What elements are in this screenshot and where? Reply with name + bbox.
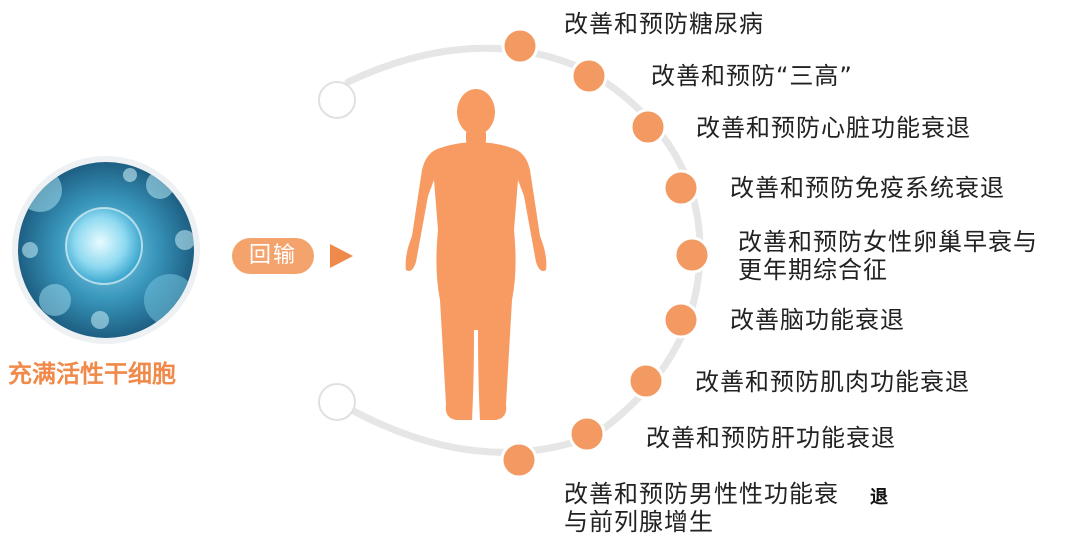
benefit-label-8: 改善和预防肝功能衰退 — [646, 424, 896, 452]
benefit-dot — [500, 441, 538, 479]
benefit-dot — [627, 362, 665, 400]
benefit-dot — [568, 415, 606, 453]
benefit-label-9-line-2: 与前列腺增生 — [564, 508, 714, 536]
benefit-dot — [570, 57, 608, 95]
benefit-dot — [673, 236, 711, 274]
stray-character: 退 — [870, 487, 888, 508]
benefit-label-6: 改善脑功能衰退 — [730, 306, 905, 334]
benefit-label-4: 改善和预防免疫系统衰退 — [730, 174, 1005, 202]
benefit-label-7: 改善和预防肌肉功能衰退 — [695, 368, 970, 396]
benefit-label-5-line-2: 更年期综合征 — [738, 256, 888, 284]
return-badge: 回输 — [232, 238, 314, 274]
benefit-dot — [662, 169, 700, 207]
benefit-dot — [501, 27, 539, 65]
benefit-dot — [629, 108, 667, 146]
benefit-label-1: 改善和预防糖尿病 — [564, 10, 764, 38]
benefit-label-5-line-1: 改善和预防女性卵巢早衰与 — [738, 228, 1038, 256]
benefit-label-2: 改善和预防“三高” — [651, 62, 853, 90]
stem-cell-caption: 充满活性干细胞 — [8, 360, 176, 388]
benefit-dot — [662, 301, 700, 339]
arc-start-circle — [318, 81, 356, 119]
stem-cell-image — [12, 156, 200, 344]
benefit-dots — [500, 27, 711, 479]
arc-end-circle — [318, 383, 356, 421]
benefit-label-3: 改善和预防心脏功能衰退 — [696, 114, 971, 142]
arrow-icon — [330, 244, 353, 268]
benefit-label-9-line-1: 改善和预防男性性功能衰 — [564, 480, 839, 508]
human-figure — [405, 89, 547, 420]
